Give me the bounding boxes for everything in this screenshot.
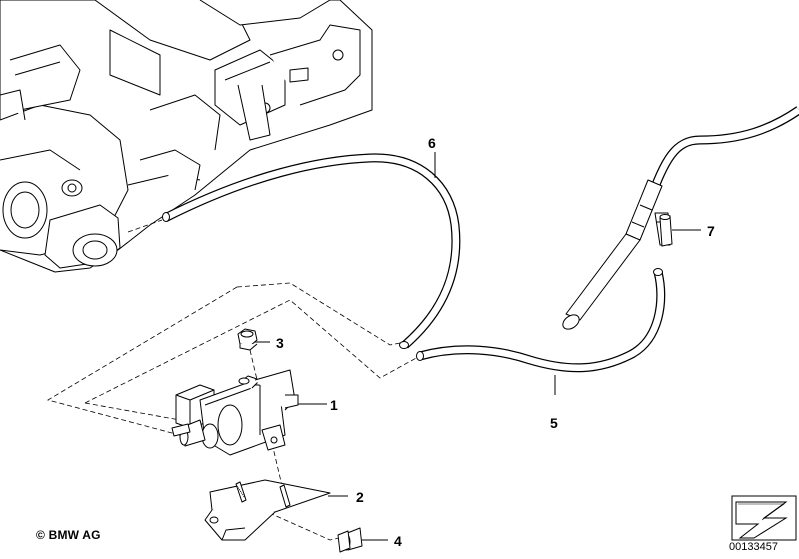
bracket-icon <box>204 479 331 541</box>
nut-icon <box>237 328 258 351</box>
vacuum-hose-icon <box>416 268 666 373</box>
callout-6: 6 <box>428 135 436 151</box>
connector-icon <box>659 214 673 247</box>
vacuum-hose-icon <box>162 153 461 349</box>
connector-icon <box>562 106 799 330</box>
callout-1: 1 <box>330 397 338 413</box>
callout-lines <box>255 152 701 541</box>
pressure-converter-icon <box>171 369 299 456</box>
callout-2: 2 <box>356 489 364 505</box>
callout-3: 3 <box>276 335 284 351</box>
orientation-arrow-icon <box>731 495 797 541</box>
copyright-text: © BMW AG <box>36 528 101 542</box>
callout-5: 5 <box>550 415 558 431</box>
reference-number: 00133457 <box>729 541 778 553</box>
callout-labels: 1 2 3 4 5 6 7 <box>276 135 715 549</box>
callout-4: 4 <box>394 533 402 549</box>
bolt-icon <box>337 527 363 553</box>
callout-7: 7 <box>707 223 715 239</box>
engine-block-icon <box>0 0 373 273</box>
